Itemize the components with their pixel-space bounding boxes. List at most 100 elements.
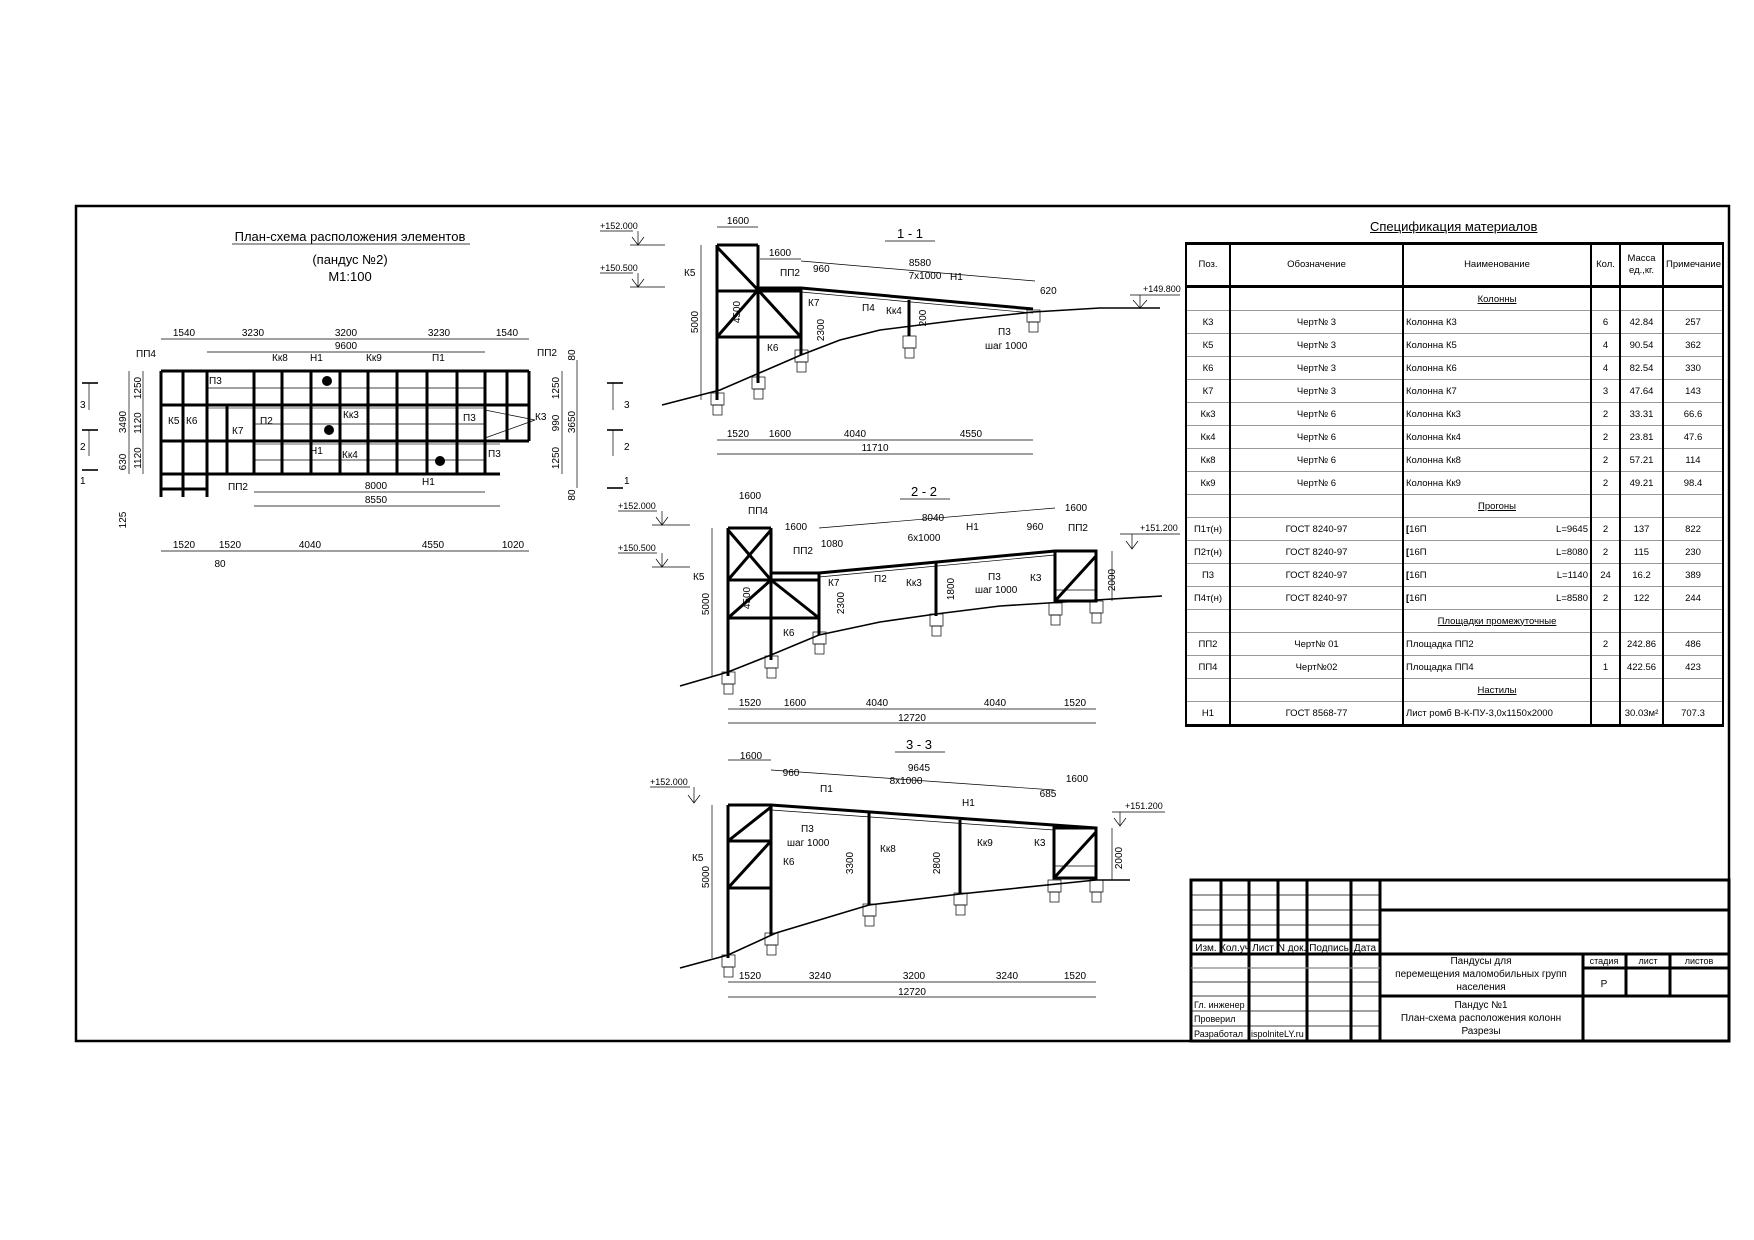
level-marker: +150.500 <box>618 543 690 568</box>
drawing-annotation: ПП2 <box>780 268 800 279</box>
drawing-annotation: шаг 1000 <box>985 341 1028 352</box>
drawing-annotation: Лист <box>1252 943 1274 954</box>
spec-group-row: Площадки промежуточные <box>1185 609 1724 633</box>
drawing-annotation: Кк8 <box>272 353 288 364</box>
plan-frame <box>159 369 536 497</box>
level-marker: +151.200 <box>1120 523 1180 550</box>
cell-mass: 23.81 <box>1619 425 1664 449</box>
drawing-annotation: Изм. <box>1195 943 1216 954</box>
cell-qty: 1 <box>1590 655 1621 679</box>
drawing-annotation: 1800 <box>946 577 957 600</box>
empty-cell <box>1229 609 1404 633</box>
plan-view: План-схема расположения элементов (панду… <box>80 229 630 570</box>
spec-group-row: Настилы <box>1185 678 1724 702</box>
drawing-annotation: 1520 <box>727 429 750 440</box>
section-3-dims: 1600 9645 960 8x1000 1600 685 5000 3300 … <box>701 751 1125 998</box>
cell-mass: 42.84 <box>1619 310 1664 334</box>
section-1-labels: К5 ПП2 К7 П4 Кк4 П3 шаг 1000 К6 Н1 <box>684 268 1028 354</box>
cell-qty: 2 <box>1590 471 1621 495</box>
drawing-annotation: 2800 <box>932 851 943 874</box>
drawing-annotation: 1600 <box>785 522 808 533</box>
empty-cell <box>1590 609 1621 633</box>
drawing-annotation: План-схема расположения колонн <box>1401 1013 1561 1024</box>
cell-qty: 2 <box>1590 402 1621 426</box>
drawing-annotation: 8040 <box>922 513 945 524</box>
drawing-annotation: 1 <box>624 476 630 487</box>
drawing-annotation: +151.200 <box>1140 523 1178 533</box>
section-title: 2 - 2 <box>911 484 937 499</box>
empty-cell <box>1662 678 1724 702</box>
drawing-annotation: Н1 <box>310 446 323 457</box>
cell-designation: Черт№ 3 <box>1229 310 1404 334</box>
spec-group-row: Прогоны <box>1185 494 1724 518</box>
cell-mass: 49.21 <box>1619 471 1664 495</box>
drawing-annotation: Кк9 <box>366 353 382 364</box>
empty-cell <box>1185 678 1231 702</box>
section-3-labels: П1 Н1 П3 шаг 1000 К5 К6 Кк8 Кк9 К3 <box>692 784 1046 868</box>
drawing-annotation: Кк3 <box>343 410 359 421</box>
spec-table: Поз. Обозначение Наименование Кол. Масса… <box>1185 242 1724 727</box>
cell-name: Лист ромб В-К-ПУ-3,0х1150х2000 <box>1402 701 1592 727</box>
group-title: Площадки промежуточные <box>1402 609 1592 633</box>
cell-mass: 115 <box>1619 540 1664 564</box>
drawing-annotation: П1 <box>820 784 833 795</box>
cell-name: Колонна Кк9 <box>1402 471 1592 495</box>
level-marker: +152.000 <box>600 221 665 246</box>
empty-cell <box>1590 286 1621 311</box>
drawing-annotation: ПП2 <box>537 348 557 359</box>
drawing-annotation: 685 <box>1040 789 1057 800</box>
drawing-annotation: перемещения маломобильных групп <box>1395 968 1567 980</box>
drawing-annotation: 1520 <box>1064 698 1087 709</box>
level-marker: +152.000 <box>650 777 701 804</box>
drawing-annotation: 12720 <box>898 987 926 998</box>
cell-pos: К6 <box>1185 356 1231 380</box>
empty-cell <box>1590 494 1621 518</box>
cell-note: 707.3 <box>1662 701 1724 727</box>
cell-pos: Кк4 <box>1185 425 1231 449</box>
group-title: Настилы <box>1402 678 1592 702</box>
col-designation: Обозначение <box>1229 242 1404 288</box>
cell-qty: 2 <box>1590 540 1621 564</box>
role-chief-engineer: Гл. инженер <box>1194 1000 1245 1010</box>
drawing-annotation: Дата <box>1354 943 1377 954</box>
drawing-annotation: 125 <box>118 511 129 528</box>
cell-note: 822 <box>1662 517 1724 541</box>
spec-group-row: Колонны <box>1185 286 1724 311</box>
drawing-annotation: П4 <box>862 303 875 314</box>
drawing-annotation: 8580 <box>909 258 932 269</box>
drawing-annotation: Пандус №1 <box>1454 1000 1508 1011</box>
level-marker: +150.500 <box>600 263 665 288</box>
cell-note: 389 <box>1662 563 1724 587</box>
drawing-annotation: 4500 <box>742 586 753 609</box>
drawing-annotation: 1120 <box>133 412 144 434</box>
cell-mass: 30.03м² <box>1619 701 1664 727</box>
drawing-annotation: 11710 <box>861 443 889 454</box>
cell-designation: ГОСТ 8568-77 <box>1229 701 1404 727</box>
drawing-annotation: 1 <box>80 476 86 487</box>
drawing-annotation: 200 <box>918 309 929 326</box>
drawing-annotation: К3 <box>535 412 547 423</box>
cell-qty: 24 <box>1590 563 1621 587</box>
drawing-annotation: П3 <box>463 413 476 424</box>
drawing-annotation: К6 <box>783 628 795 639</box>
channel-section-icon: [ <box>1406 569 1410 581</box>
drawing-annotation: К7 <box>828 578 840 589</box>
drawing-annotation: 3240 <box>809 971 832 982</box>
drawing-annotation: 1540 <box>496 328 519 339</box>
cell-note: 362 <box>1662 333 1724 357</box>
empty-cell <box>1229 678 1404 702</box>
cell-mass: 47.64 <box>1619 379 1664 403</box>
drawing-annotation: 1520 <box>173 540 196 551</box>
section-3-3: 3 - 3 +152.000 +151.200 <box>650 737 1165 998</box>
drawing-annotation: Кол.уч <box>1220 943 1250 954</box>
drawing-annotation: +152.000 <box>618 501 656 511</box>
drawing-annotation: 1250 <box>551 446 562 469</box>
